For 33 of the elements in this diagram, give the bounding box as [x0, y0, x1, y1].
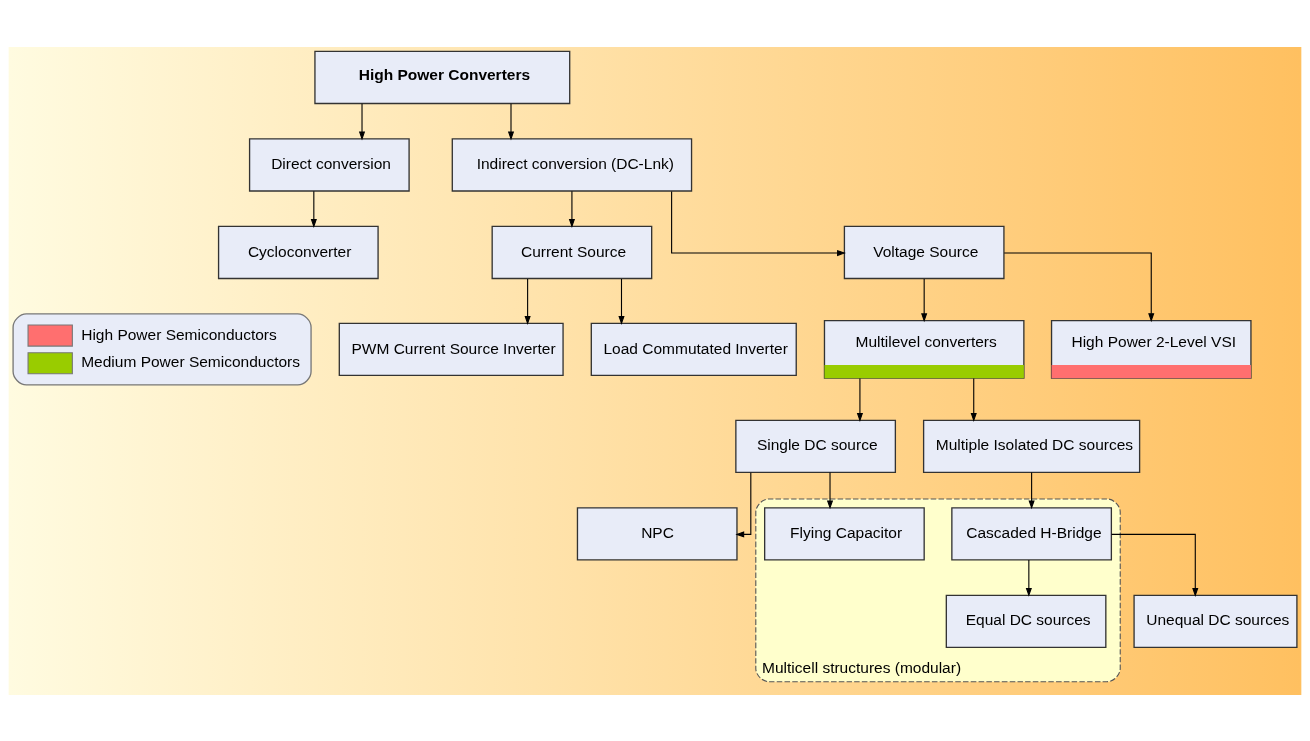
arrow [507, 102, 515, 140]
arrow [671, 190, 846, 256]
node-box: Cascaded H-Bridge [951, 506, 1113, 561]
node-box: Cycloconverter [217, 225, 379, 279]
node-box: Voltage Source [843, 225, 1005, 279]
node-box: Multiple Isolated DC sources [922, 419, 1141, 473]
node-box: PWM Current Source Inverter [338, 322, 564, 376]
node-box: NPC [576, 506, 738, 561]
arrow [826, 471, 834, 509]
node-box: Direct conversion [248, 137, 410, 192]
legend-label: Medium Power Semiconductors [81, 352, 301, 370]
arrow [921, 277, 928, 322]
node-box: High Power Converters [314, 50, 571, 104]
arrow [524, 277, 531, 325]
arrow [310, 190, 317, 228]
legend-label: High Power Semiconductors [81, 325, 277, 343]
arrow [568, 190, 576, 228]
node-box: Current Source [491, 225, 653, 279]
arrow [618, 277, 625, 325]
arrow [358, 102, 366, 140]
arrow [1003, 251, 1155, 322]
node-box: Unequal DC sources [1133, 594, 1298, 648]
node-box: Indirect conversion (DC-Lnk) [451, 137, 693, 192]
node-box: Equal DC sources [945, 594, 1107, 648]
arrow [856, 377, 864, 422]
node-box: Flying Capacitor [764, 506, 925, 561]
arrow [735, 471, 752, 537]
arrow [1110, 533, 1199, 597]
node-box: Load Commutated Inverter [590, 322, 797, 376]
arrow [1025, 559, 1032, 597]
arrow [1028, 471, 1035, 509]
arrow [970, 377, 977, 422]
node-box: Single DC source [735, 419, 897, 473]
